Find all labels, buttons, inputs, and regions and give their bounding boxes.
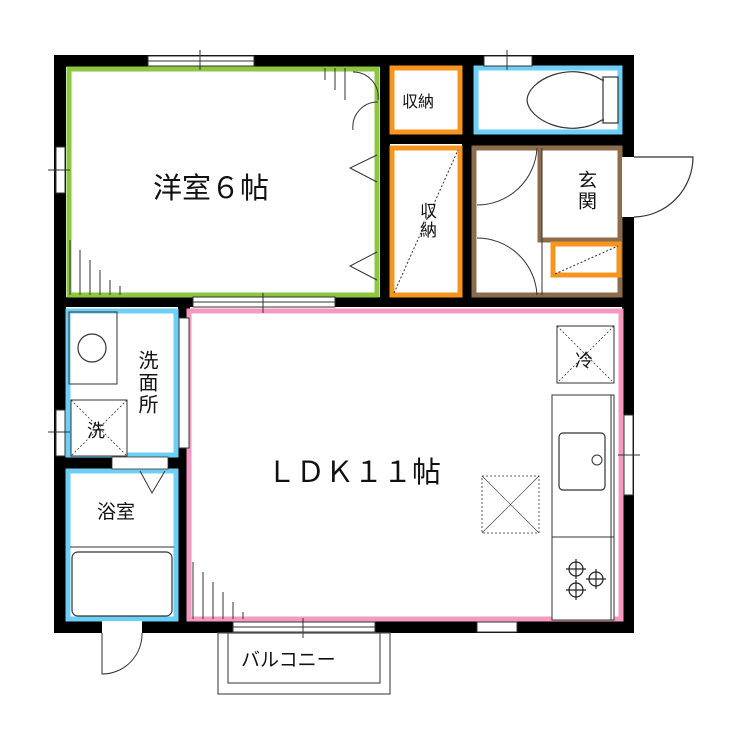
closet-door-icon [69,68,379,619]
western-room-label: 洋室６帖 [153,171,270,205]
door-swing-icon [476,147,538,206]
refrigerator-label: 冷 [575,351,593,372]
washbasin-icon [68,311,118,385]
storage-tall-label: 収納 [416,202,436,240]
door-swing-icon [139,470,166,495]
entrance-area [537,145,623,243]
storage-small-label: 収納 [402,92,435,111]
ldk-room [186,308,624,622]
entrance-label: 玄関 [575,170,597,212]
ceiling-vent-icon [481,475,540,534]
door-swing-icon [476,237,538,296]
bathroom [65,468,179,622]
kitchen-counter [551,394,615,621]
balcony [217,632,391,695]
washer-icon [70,399,128,457]
bathroom-label: 浴室 [97,501,136,523]
sink-icon [558,432,606,491]
door-swing-icon [101,632,143,675]
storage-tall [389,145,463,298]
toilet-icon [526,71,619,129]
bathtub-icon [71,551,173,617]
washer-label: 洗 [87,421,105,442]
toilet-room [473,65,623,135]
window-icon [48,50,640,638]
balcony-label: バルコニー [241,649,336,671]
stove-icon [566,559,606,600]
washroom-label: 洗面所 [135,350,159,416]
ldk-label: ＬＤＫ１１帖 [267,455,442,489]
refrigerator-icon [556,325,615,384]
storage-small [389,65,463,135]
front-door-swing-icon [633,156,694,218]
